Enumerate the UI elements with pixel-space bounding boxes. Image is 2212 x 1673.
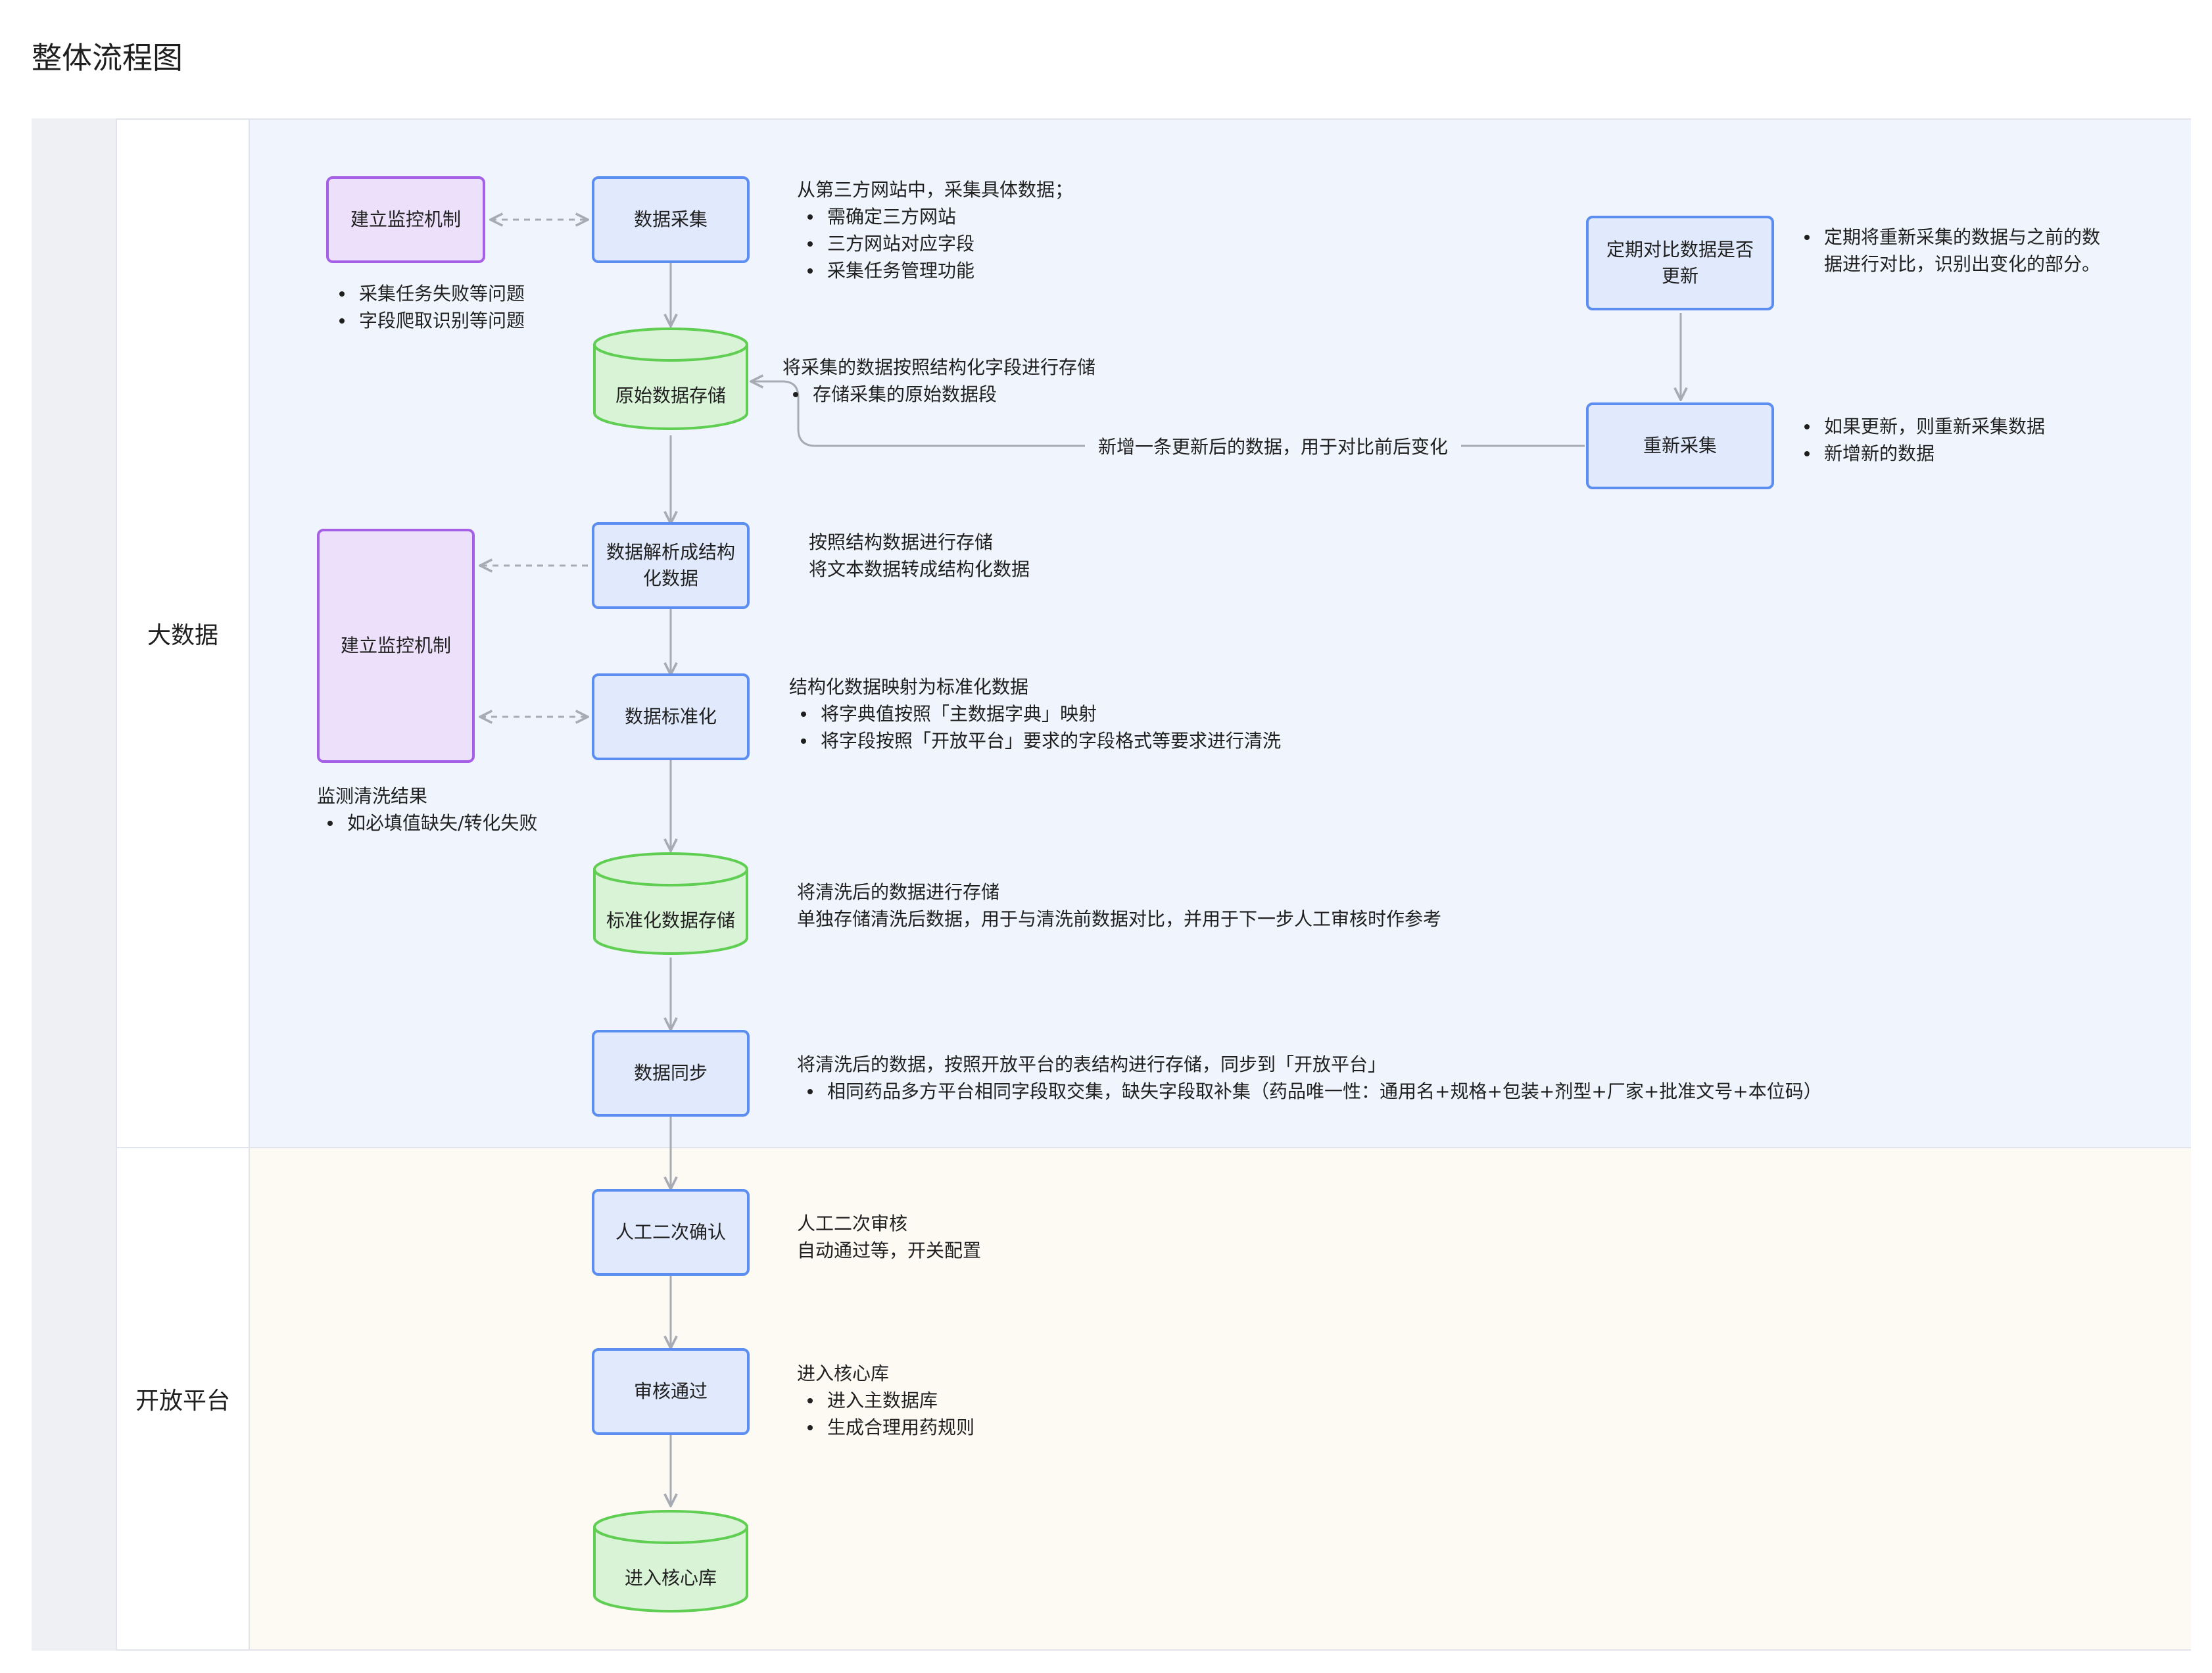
database-icon: [593, 327, 748, 430]
node-label: 进入核心库: [624, 1567, 717, 1589]
edge-label-recollect-raw: 新增一条更新后的数据，用于对比前后变化: [1089, 433, 1458, 459]
edge-recollect-raw: [751, 381, 1585, 447]
note-line: 自动通过等，开关配置: [797, 1240, 982, 1261]
note-item: 三方网站对应字段: [807, 230, 1073, 257]
note-title: 将清洗后的数据，按照开放平台的表结构进行存储，同步到「开放平台」: [797, 1054, 1387, 1075]
note-item: 如必填值缺失/转化失败: [327, 810, 537, 836]
node-compare[interactable]: 定期对比数据是否更新: [1586, 216, 1774, 310]
note-title: 进入核心库: [797, 1363, 890, 1384]
lane-divider: [117, 1147, 2191, 1148]
node-standardize[interactable]: 数据标准化: [592, 673, 750, 760]
node-monitor-mid[interactable]: 建立监控机制: [317, 529, 475, 763]
lane-bg-openplatform: [250, 1148, 2191, 1649]
database-icon: [593, 852, 748, 955]
note-item: 将字段按照「开放平台」要求的字段格式等要求进行清洗: [800, 727, 1281, 754]
lane-label-text: 开放平台: [135, 1388, 230, 1415]
note-item: 将字典值按照「主数据字典」映射: [800, 700, 1281, 727]
note-approved: 进入核心库 进入主数据库 生成合理用药规则: [797, 1360, 974, 1441]
note-collect: 从第三方网站中，采集具体数据； 需确定三方网站 三方网站对应字段 采集任务管理功…: [797, 176, 1073, 284]
node-label: 建立监控机制: [340, 635, 451, 656]
database-icon: [593, 1510, 748, 1612]
node-label: 审核通过: [633, 1380, 708, 1402]
node-label: 数据同步: [633, 1062, 708, 1084]
lane-bg-bigdata: [250, 120, 2191, 1147]
note-item: 存储采集的原始数据段: [792, 381, 1095, 408]
note-line: 将文本数据转成结构化数据: [809, 558, 1030, 580]
node-collect[interactable]: 数据采集: [592, 176, 750, 263]
node-label: 人工二次确认: [615, 1221, 726, 1243]
lane-label-text: 大数据: [147, 622, 218, 649]
note-item: 定期将重新采集的数据与之前的数据进行对比，识别出变化的部分。: [1804, 224, 2109, 278]
note-monitor-top: 采集任务失败等问题 字段爬取识别等问题: [329, 280, 525, 334]
note-std-storage: 将清洗后的数据进行存储 单独存储清洗后数据，用于与清洗前数据对比，并用于下一步人…: [797, 879, 1441, 933]
node-label: 数据解析成结构化数据: [606, 541, 735, 589]
left-gutter: [32, 118, 117, 1651]
note-recollect: 如果更新，则重新采集数据 新增新的数据: [1794, 413, 2045, 467]
node-raw-storage[interactable]: 原始数据存储: [593, 327, 748, 430]
node-label: 数据采集: [633, 208, 708, 230]
note-item: 进入主数据库: [807, 1387, 974, 1414]
note-item: 需确定三方网站: [807, 203, 1073, 230]
note-compare: 定期将重新采集的数据与之前的数据进行对比，识别出变化的部分。: [1794, 224, 2109, 278]
note-monitor-mid: 监测清洗结果 如必填值缺失/转化失败: [317, 783, 537, 836]
node-label: 建立监控机制: [350, 208, 461, 230]
note-item: 新增新的数据: [1804, 440, 2045, 467]
note-parse: 按照结构数据进行存储 将文本数据转成结构化数据: [809, 529, 1030, 583]
note-sync: 将清洗后的数据，按照开放平台的表结构进行存储，同步到「开放平台」 相同药品多方平…: [797, 1051, 1822, 1105]
page-title: 整体流程图: [32, 40, 183, 76]
note-item: 采集任务失败等问题: [339, 280, 525, 307]
node-label: 原始数据存储: [615, 385, 726, 406]
note-item: 生成合理用药规则: [807, 1414, 974, 1441]
node-parse[interactable]: 数据解析成结构化数据: [592, 522, 750, 609]
note-line: 按照结构数据进行存储: [809, 531, 994, 553]
node-monitor-top[interactable]: 建立监控机制: [326, 176, 485, 263]
node-std-storage[interactable]: 标准化数据存储: [593, 852, 748, 955]
node-approved[interactable]: 审核通过: [592, 1348, 750, 1435]
node-label: 标准化数据存储: [606, 909, 735, 931]
note-title: 监测清洗结果: [317, 785, 428, 807]
note-item: 采集任务管理功能: [807, 257, 1073, 284]
node-label: 数据标准化: [624, 706, 717, 727]
note-item: 字段爬取识别等问题: [339, 307, 525, 334]
note-manual-confirm: 人工二次审核 自动通过等，开关配置: [797, 1210, 981, 1264]
node-label: 重新采集: [1643, 435, 1717, 456]
note-title: 结构化数据映射为标准化数据: [789, 676, 1029, 698]
note-title: 从第三方网站中，采集具体数据；: [797, 179, 1074, 201]
note-item: 如果更新，则重新采集数据: [1804, 413, 2045, 440]
node-manual-confirm[interactable]: 人工二次确认: [592, 1189, 750, 1276]
note-line: 单独存储清洗后数据，用于与清洗前数据对比，并用于下一步人工审核时作参考: [797, 908, 1442, 930]
note-title: 将采集的数据按照结构化字段进行存储: [782, 356, 1096, 378]
node-sync[interactable]: 数据同步: [592, 1030, 750, 1117]
lane-label-bigdata: 大数据: [117, 120, 250, 1147]
lane-label-openplatform: 开放平台: [117, 1148, 250, 1649]
node-recollect[interactable]: 重新采集: [1586, 402, 1774, 489]
node-core-db[interactable]: 进入核心库: [593, 1510, 748, 1612]
note-line: 人工二次审核: [797, 1213, 908, 1234]
note-raw-storage: 将采集的数据按照结构化字段进行存储 存储采集的原始数据段: [782, 354, 1095, 408]
note-line: 将清洗后的数据进行存储: [797, 881, 1000, 903]
node-label: 定期对比数据是否更新: [1606, 239, 1754, 287]
note-standardize: 结构化数据映射为标准化数据 将字典值按照「主数据字典」映射 将字段按照「开放平台…: [789, 673, 1281, 754]
note-item: 相同药品多方平台相同字段取交集，缺失字段取补集（药品唯一性：通用名+规格+包装+…: [807, 1078, 1822, 1105]
